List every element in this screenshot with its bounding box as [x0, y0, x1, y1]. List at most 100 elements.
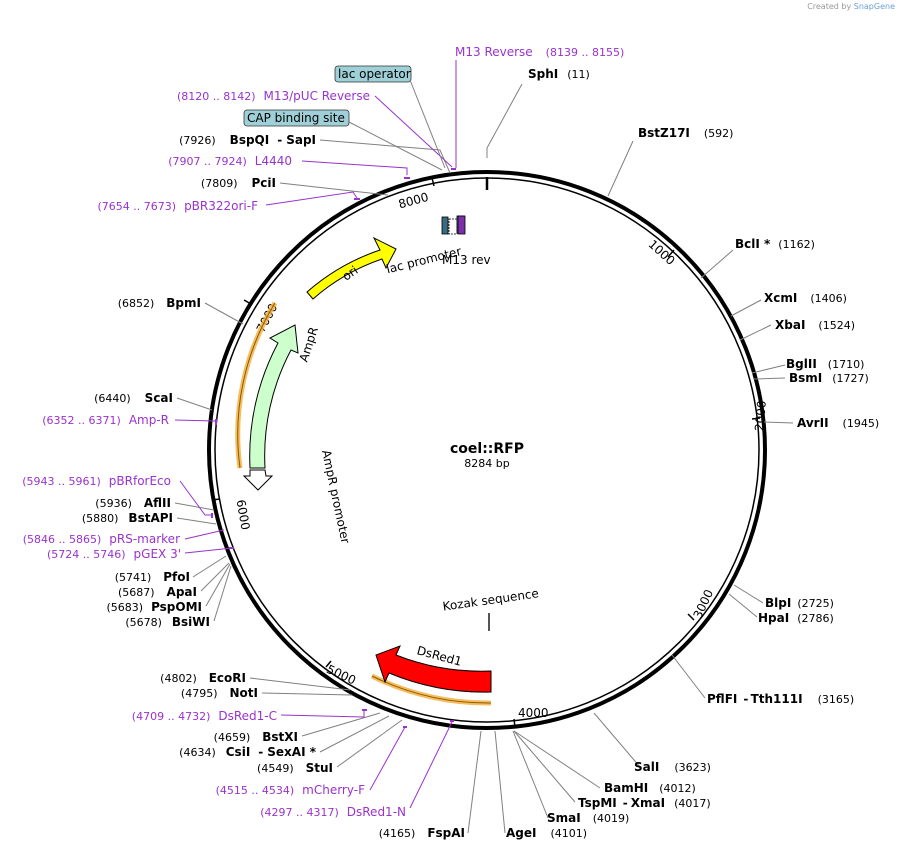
leader-apai	[200, 562, 230, 592]
site-hpai[interactable]: HpaI(2786)	[758, 611, 834, 625]
site-pflfi[interactable]: PflFI-Tth111I(3165)	[707, 692, 854, 706]
primer-m13puc-reverse[interactable]: (8120 .. 8142)M13/pUC Reverse	[177, 89, 370, 103]
tick-3000	[687, 613, 695, 621]
primer-pbr322ori-f[interactable]: (7654 .. 7673)pBR322ori-F	[98, 199, 259, 213]
site-avrii[interactable]: AvrII(1945)	[797, 416, 879, 430]
leader-bamhi	[513, 730, 601, 789]
leader-scai	[176, 397, 213, 411]
site-bstapi[interactable]: (5880)BstAPI	[82, 511, 173, 525]
dsred1-feature[interactable]	[375, 645, 492, 693]
pleader-dsred1-n	[409, 721, 453, 809]
m13-rev-label: M13 rev	[442, 253, 491, 267]
tick-label-2000: 2000	[752, 400, 769, 432]
site-bspqi[interactable]: (7926)BspQI-SapI	[179, 133, 316, 147]
leader-sali	[593, 712, 641, 768]
site-tspmi[interactable]: TspMI-XmaI(4017)	[578, 796, 711, 810]
site-pcii[interactable]: (7809)PciI	[201, 176, 276, 190]
site-bsiwi[interactable]: (5678)BsiWI	[125, 615, 210, 629]
leader-aflii	[174, 502, 215, 511]
primer-mark-l4440[interactable]	[404, 177, 410, 179]
site-bpmi[interactable]: (6852)BpmI	[118, 296, 201, 310]
pleader-pbr322ori	[265, 191, 358, 206]
primer-l4440[interactable]: (7907 .. 7924)L4440	[168, 154, 292, 168]
primer-mark-m13-reverse[interactable]	[451, 168, 456, 170]
lac-promoter-block[interactable]	[448, 218, 458, 235]
primer-pbrforeco[interactable]: (5943 .. 5961)pBRforEco	[22, 474, 171, 488]
primer-mark-pbrforeco[interactable]	[211, 513, 213, 518]
lac-operator-tag[interactable]	[334, 65, 412, 83]
site-pspomi[interactable]: (5683)PspOMI	[106, 600, 202, 614]
leader-fspai	[467, 730, 482, 834]
tick-marks	[211, 177, 761, 728]
site-bsmi[interactable]: BsmI(1727)	[789, 371, 869, 385]
primer-mcherry-f[interactable]: (4515 .. 4534)mCherry-F	[216, 783, 365, 797]
site-bstxi[interactable]: (4659)BstXI	[214, 730, 298, 744]
primer-prs-marker[interactable]: (5846 .. 5865)pRS-marker	[23, 532, 180, 546]
lac-operator-block[interactable]	[441, 216, 449, 235]
leader-xcmi	[730, 299, 762, 317]
primer-amp-r[interactable]: (6352 .. 6371)Amp-R	[42, 413, 169, 427]
primer-mark-pbr322ori[interactable]	[354, 198, 360, 200]
ampr-label: AmpR	[297, 325, 321, 363]
site-pfoi[interactable]: (5741)PfoI	[115, 570, 190, 584]
site-xbai[interactable]: XbaI(1524)	[775, 318, 855, 332]
site-bcli[interactable]: BclI *(1162)	[735, 237, 815, 251]
tick-6000	[211, 498, 221, 501]
site-ecori[interactable]: (4802)EcoRI	[160, 671, 246, 685]
leader-pcii	[279, 182, 389, 196]
site-fspai[interactable]: (4165)FspAI	[379, 826, 465, 840]
site-stui[interactable]: (4549)StuI	[257, 761, 333, 775]
site-apai[interactable]: (5687)ApaI	[118, 585, 197, 599]
leader-pflfi	[671, 654, 706, 699]
primer-dsred1-c[interactable]: (4709 .. 4732)DsRed1-C	[132, 709, 277, 723]
ori-feature[interactable]	[306, 236, 397, 300]
pleader-mcherry	[369, 726, 406, 791]
primer-mark-amp-r[interactable]	[215, 419, 217, 425]
site-blpi[interactable]: BlpI(2725)	[765, 596, 834, 610]
leader-avrii	[763, 421, 794, 424]
primer-mark-dsred1-n[interactable]	[450, 720, 454, 722]
primer-mark-dsred1-c[interactable]	[362, 709, 367, 711]
cap-binding-tag[interactable]	[243, 109, 350, 127]
ampr-highlight-line	[237, 302, 276, 469]
tick-1000	[667, 249, 675, 258]
plasmid-size: 8284 bp	[464, 457, 509, 470]
site-agei[interactable]: AgeI(4101)	[506, 826, 587, 840]
site-smai[interactable]: SmaI(4019)	[547, 811, 629, 825]
cap-binding-tag-label: CAP binding site	[247, 111, 345, 125]
site-bamhi[interactable]: BamHI(4012)	[604, 781, 696, 795]
leader-bsiwi	[213, 565, 232, 622]
ampr-feature[interactable]	[249, 324, 299, 469]
site-aflii[interactable]: (5936)AflII	[95, 496, 171, 510]
primer-pgex-3[interactable]: (5724 .. 5746)pGEX 3'	[47, 547, 181, 561]
site-bstz17i[interactable]: BstZ17I(592)	[638, 126, 733, 140]
leader-bstz17i	[607, 140, 634, 197]
site-csii[interactable]: (4634)CsiI-SexAI *	[179, 745, 317, 759]
leader-blpi	[733, 584, 764, 604]
leader-pspomi	[205, 563, 231, 607]
primer-m13-reverse[interactable]: M13 Reverse(8139 .. 8155)	[455, 45, 624, 59]
site-sphi[interactable]: SphI(11)	[528, 67, 590, 81]
leader-noti	[261, 692, 353, 696]
site-xcmi[interactable]: XcmI(1406)	[764, 291, 847, 305]
site-bglii[interactable]: BglII(1710)	[786, 357, 864, 371]
tick-label-4000: 4000	[518, 706, 549, 720]
site-noti[interactable]: (4795)NotI	[181, 686, 258, 700]
kozak-label: Kozak sequence	[442, 586, 540, 613]
ampr-promoter-label: AmpR promoter	[319, 449, 353, 545]
leader-hpai	[728, 593, 758, 618]
leader-stui	[336, 719, 403, 768]
primer-dsred1-n[interactable]: (4297 .. 4317)DsRed1-N	[260, 805, 406, 819]
m13-rev-block[interactable]	[457, 215, 466, 235]
tick-5000	[325, 660, 332, 668]
pleader-dsred1-c	[280, 711, 365, 718]
leader-lac-operator	[409, 79, 446, 169]
leader-bpmi	[204, 302, 244, 325]
snapgene-logo: SnapGene	[853, 2, 895, 11]
leader-tspmi	[513, 730, 576, 803]
ampr-promoter-feature[interactable]	[242, 469, 274, 491]
site-sali[interactable]: SalI(3623)	[634, 760, 711, 774]
leader-xbai	[739, 324, 772, 341]
site-scai[interactable]: (6440)ScaI	[94, 391, 173, 405]
